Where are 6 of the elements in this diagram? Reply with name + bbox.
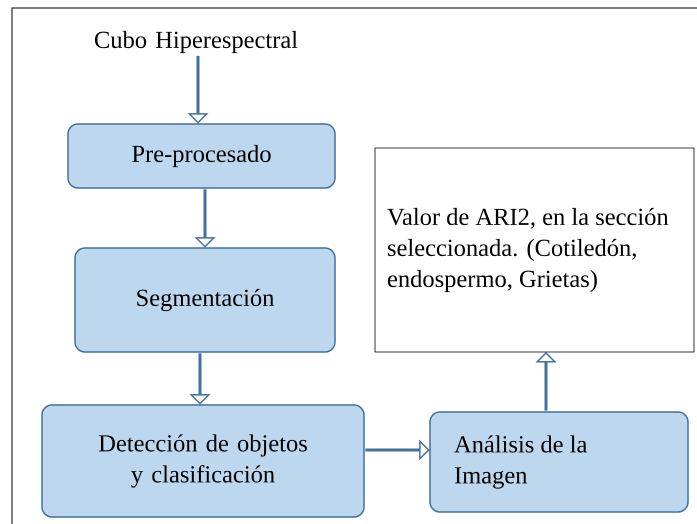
process-box: Pre-procesado (67, 123, 336, 189)
title-text: Cubo Hiperespectral (94, 30, 298, 54)
process-box: Análisis de la Imagen (429, 411, 689, 513)
result-box: Valor de ARI2, en la sección seleccionada. (Cotiledón, endospermo, Grietas) (374, 148, 694, 352)
process-box: Detección de objetos y clasificación (41, 404, 365, 518)
process-box: Segmentación (74, 247, 336, 353)
